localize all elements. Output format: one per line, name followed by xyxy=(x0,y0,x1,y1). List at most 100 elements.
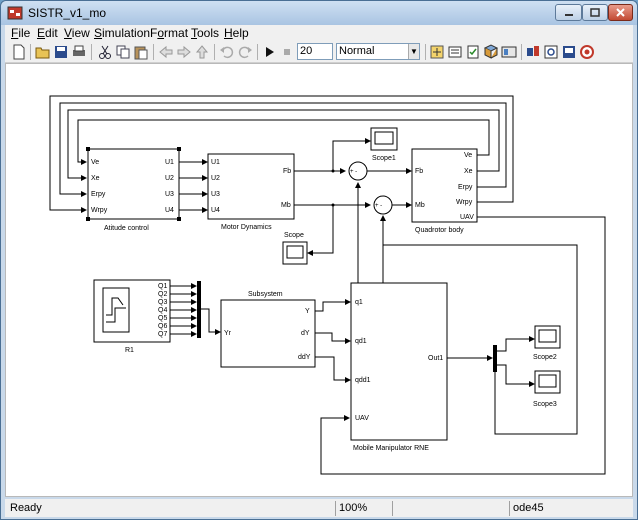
print-icon[interactable] xyxy=(71,44,87,60)
forward-icon[interactable] xyxy=(176,44,192,60)
menu-file[interactable]: File xyxy=(11,26,31,40)
feedback-wire-wrpy xyxy=(49,95,514,213)
status-empty xyxy=(392,501,508,516)
redo-icon[interactable] xyxy=(237,44,253,60)
scope-block[interactable]: Scope xyxy=(282,232,308,265)
paste-icon[interactable] xyxy=(133,44,149,60)
model-advisor-icon[interactable] xyxy=(465,44,481,60)
library-browser-icon[interactable] xyxy=(483,44,499,60)
stop-icon[interactable] xyxy=(279,44,295,60)
port-label: Erpy xyxy=(91,191,106,198)
minimize-icon xyxy=(565,14,573,16)
motor-dynamics-block[interactable]: U1 U2 U3 U4 Fb Mb Motor Dynamics xyxy=(207,153,295,231)
data-inspector-icon[interactable] xyxy=(561,44,577,60)
update-diagram-icon[interactable] xyxy=(447,44,463,60)
port-label: Fb xyxy=(415,168,423,175)
port-label: q1 xyxy=(355,299,363,306)
port-label: Out1 xyxy=(428,355,443,362)
menu-tools[interactable]: Tools xyxy=(191,26,220,40)
port-label: Fb xyxy=(283,168,291,175)
demux-block[interactable] xyxy=(493,345,497,372)
port-label: Q5 xyxy=(158,315,167,322)
toolbar-separator xyxy=(425,44,426,60)
port-label: Q3 xyxy=(158,299,167,306)
toolbar-separator xyxy=(257,44,258,60)
debugger-icon[interactable] xyxy=(525,44,541,60)
save-icon[interactable] xyxy=(53,44,69,60)
subsystem-block[interactable]: Yr Y dY ddY Subsystem xyxy=(220,291,316,368)
wire-demux-scope3 xyxy=(497,364,535,387)
open-icon[interactable] xyxy=(35,44,51,60)
r1-signal-block[interactable]: R1 Q1 Q2 Q3 Q4 Q5 Q6 Q7 xyxy=(93,279,171,354)
menu-view[interactable]: View xyxy=(64,26,90,40)
wire-uav xyxy=(320,216,606,475)
port-label: Ve xyxy=(464,152,472,159)
port-label: U2 xyxy=(211,175,220,182)
cut-icon[interactable] xyxy=(97,44,113,60)
minimize-button[interactable] xyxy=(555,4,582,21)
window-title: SISTR_v1_mo xyxy=(28,6,107,20)
scope1-block[interactable]: Scope1 xyxy=(370,127,398,162)
model-canvas[interactable]: Ve Xe Erpy Wrpy U1 U2 U3 U4 Atitude cont… xyxy=(5,63,633,497)
quadrotor-body-block[interactable]: Fb Mb Ve Xe Erpy Wrpy UAV Quadrotor body xyxy=(411,148,478,234)
block-title: Scope3 xyxy=(533,401,557,408)
sum-block-1[interactable]: + - xyxy=(348,161,368,181)
profiler-icon[interactable] xyxy=(543,44,559,60)
status-bar: Ready 100% ode45 xyxy=(5,499,633,517)
wire-ddy xyxy=(315,356,351,383)
wire-demux-scope2 xyxy=(497,336,535,352)
atitude-control-block[interactable]: Ve Xe Erpy Wrpy U1 U2 U3 U4 Atitude cont… xyxy=(86,147,181,232)
feedback-wire-xe xyxy=(67,109,500,181)
port-label: ddY xyxy=(298,354,311,361)
new-icon[interactable] xyxy=(11,44,27,60)
port-label: Y xyxy=(305,308,310,315)
scope3-block[interactable]: Scope3 xyxy=(533,370,561,408)
block-title: R1 xyxy=(125,347,134,354)
simulation-mode-select[interactable]: Normal xyxy=(336,43,420,60)
mux-block[interactable] xyxy=(197,281,201,338)
maximize-icon xyxy=(590,8,600,17)
undo-icon[interactable] xyxy=(219,44,235,60)
back-icon[interactable] xyxy=(158,44,174,60)
menu-simulation[interactable]: Simulation xyxy=(94,26,151,40)
port-label: Q7 xyxy=(158,331,167,338)
build-icon[interactable] xyxy=(429,44,445,60)
menu-edit[interactable]: Edit xyxy=(37,26,58,40)
sum-block-2[interactable]: + - xyxy=(373,195,393,215)
stop-time-input[interactable]: 20 xyxy=(297,43,333,60)
port-label: U4 xyxy=(211,207,220,214)
toolbar-separator xyxy=(214,44,215,60)
block-title: Motor Dynamics xyxy=(221,224,272,231)
close-button[interactable] xyxy=(608,4,633,21)
scope2-block[interactable]: Scope2 xyxy=(533,325,561,361)
model-explorer-icon[interactable] xyxy=(501,44,517,60)
wire-mux-out xyxy=(201,308,221,335)
port-label: Xe xyxy=(91,175,100,182)
block-title: Atitude control xyxy=(104,225,149,232)
toolbar: 20 Normal ▼ xyxy=(5,41,633,63)
menu-format[interactable]: Format xyxy=(150,26,189,40)
toolbar-separator xyxy=(153,44,154,60)
port-label: Wrpy xyxy=(456,199,473,206)
wire-y xyxy=(315,299,351,312)
up-icon[interactable] xyxy=(194,44,210,60)
port-label: Q4 xyxy=(158,307,167,314)
close-icon xyxy=(616,8,625,17)
menu-help[interactable]: Help xyxy=(224,26,249,40)
toolbar-separator xyxy=(91,44,92,60)
port-label: Wrpy xyxy=(91,207,108,214)
port-label: Mb xyxy=(281,202,291,209)
chevron-down-icon[interactable]: ▼ xyxy=(408,44,419,59)
copy-icon[interactable] xyxy=(115,44,131,60)
feedback-wire-ve xyxy=(77,119,490,165)
mobile-manipulator-rne-block[interactable]: q1 qd1 qdd1 UAV Out1 Mobile Manipulator … xyxy=(350,282,448,452)
block-title: Subsystem xyxy=(248,291,283,298)
port-label: qd1 xyxy=(355,338,367,345)
port-label: Yr xyxy=(224,330,232,337)
help-target-icon[interactable] xyxy=(579,44,595,60)
wire-demux-feedback xyxy=(383,244,578,435)
sum-signs: + - xyxy=(375,203,382,209)
maximize-button[interactable] xyxy=(582,4,608,21)
block-title: Scope2 xyxy=(533,354,557,361)
play-icon[interactable] xyxy=(262,44,278,60)
